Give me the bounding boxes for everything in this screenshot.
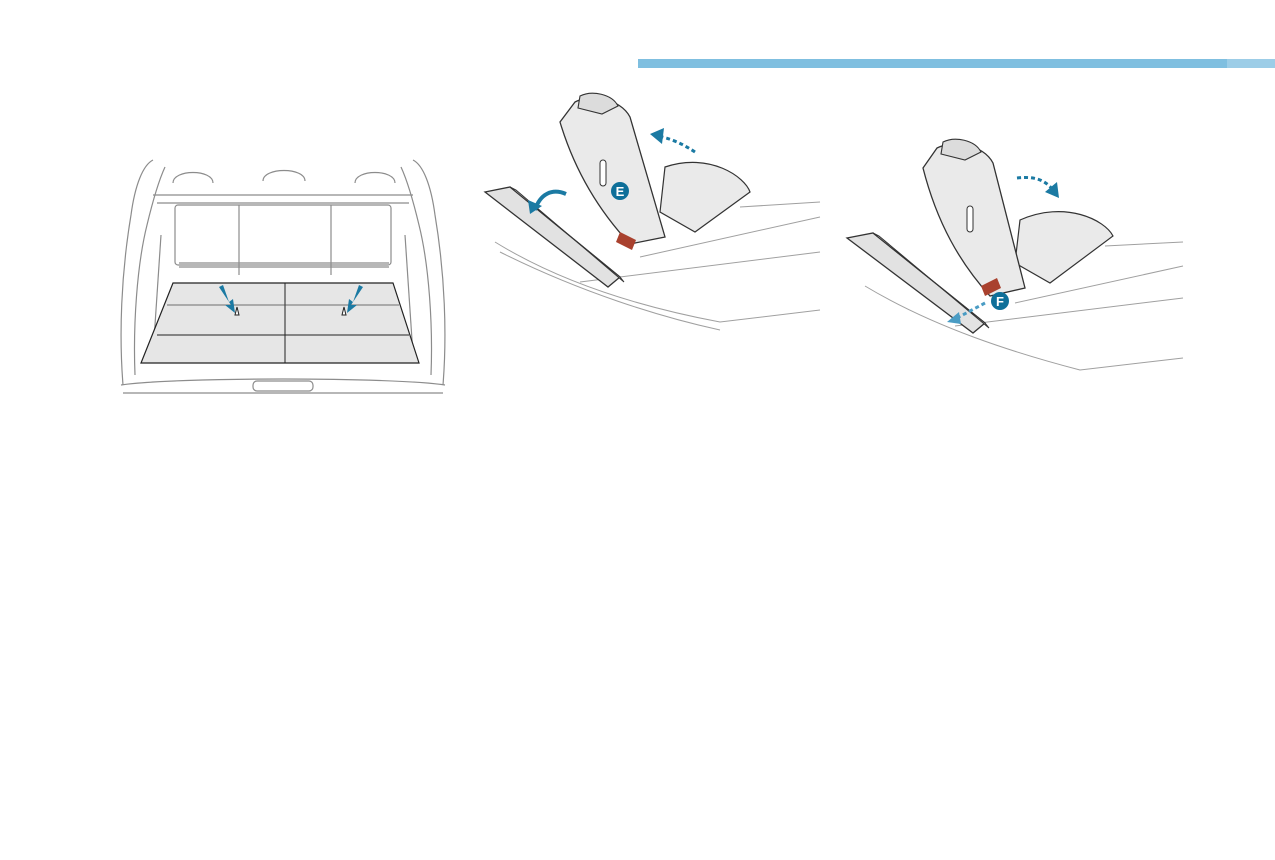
svg-text:E: E: [616, 184, 625, 199]
marker-f: F: [991, 292, 1009, 310]
seat-fold-illustration-f: F: [845, 138, 1185, 381]
header-bar-tip: [1227, 59, 1275, 68]
marker-e: E: [611, 182, 629, 200]
svg-text:F: F: [996, 294, 1004, 309]
trunk-floor-illustration: [113, 155, 453, 397]
arrow-icon: [219, 285, 363, 313]
section-header-bar: [638, 59, 1275, 68]
seat-fold-illustration-e: E: [480, 92, 825, 337]
